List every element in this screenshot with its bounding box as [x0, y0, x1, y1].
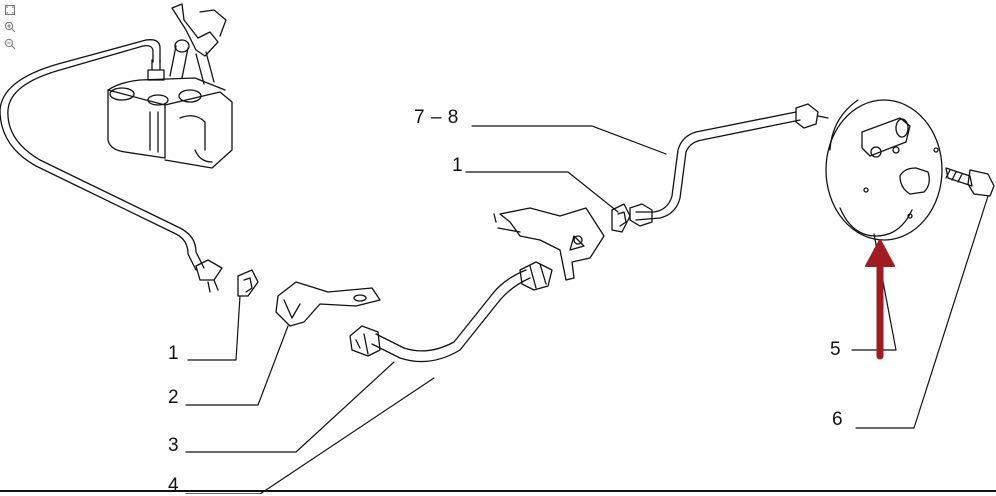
callout-2: 2 [168, 387, 180, 408]
fit-page-icon[interactable] [2, 2, 18, 17]
bracket-center [493, 207, 605, 281]
callout-3: 3 [168, 435, 180, 456]
bottom-rule [0, 490, 996, 492]
zoom-in-icon[interactable] [2, 19, 18, 34]
bracket-2 [275, 281, 381, 327]
callout-6: 6 [832, 409, 844, 430]
highlight-arrow [865, 239, 895, 360]
callout-1-left: 1 [168, 343, 180, 364]
callout-7-8: 7 – 8 [414, 107, 459, 128]
leader-lines [185, 125, 989, 494]
callout-4: 4 [168, 475, 180, 496]
hose-3 [349, 261, 553, 363]
callout-5: 5 [830, 339, 842, 360]
brake-drum [825, 99, 943, 241]
clip-center [611, 203, 631, 233]
viewer-toolbar [2, 2, 22, 51]
pipe-7-8 [629, 103, 829, 227]
pressure-regulator [107, 3, 233, 169]
zoom-out-icon[interactable] [2, 36, 18, 51]
pipe-loop-left [0, 39, 223, 293]
clip-left [237, 269, 259, 297]
callout-1-center: 1 [452, 155, 464, 176]
bolt-6 [945, 167, 995, 197]
